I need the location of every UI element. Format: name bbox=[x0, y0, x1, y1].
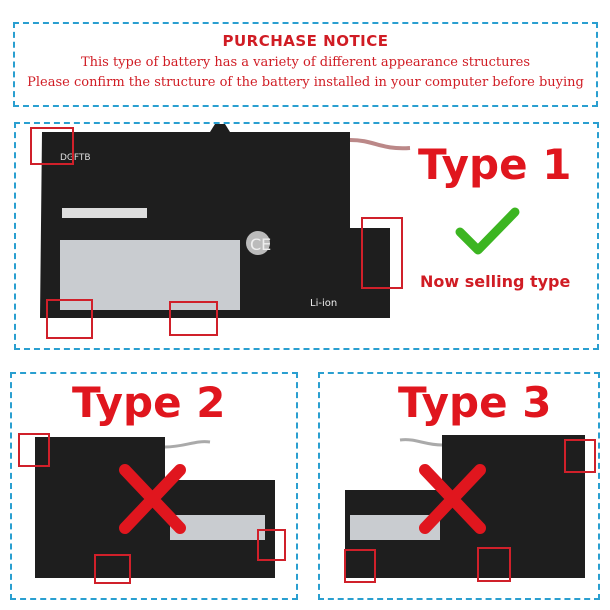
type-1-label: Type 1 bbox=[418, 140, 572, 189]
battery-type-2 bbox=[18, 433, 286, 584]
svg-text:DGFTB: DGFTB bbox=[60, 153, 91, 163]
type-3-label: Type 3 bbox=[398, 378, 552, 427]
svg-text:CE: CE bbox=[250, 235, 271, 254]
red-x-icon bbox=[419, 464, 486, 534]
notice-title: PURCHASE NOTICE bbox=[222, 32, 389, 50]
notice-line-1: This type of battery has a variety of di… bbox=[80, 55, 531, 70]
notice-line-2: Please confirm the structure of the batt… bbox=[27, 75, 584, 90]
check-icon bbox=[455, 207, 520, 255]
svg-text:Li-ion: Li-ion bbox=[310, 298, 337, 309]
type-1-box bbox=[14, 122, 599, 350]
purchase-notice-box: PURCHASE NOTICE This type of battery has… bbox=[13, 22, 598, 107]
battery-type-1: CE Li-ion DGFTB bbox=[30, 124, 411, 339]
type-2-label: Type 2 bbox=[72, 378, 226, 427]
battery-type-3 bbox=[344, 435, 596, 583]
now-selling-label: Now selling type bbox=[420, 272, 571, 291]
type-2-box bbox=[10, 372, 298, 600]
type-3-box bbox=[318, 372, 600, 600]
red-x-icon bbox=[119, 464, 186, 534]
